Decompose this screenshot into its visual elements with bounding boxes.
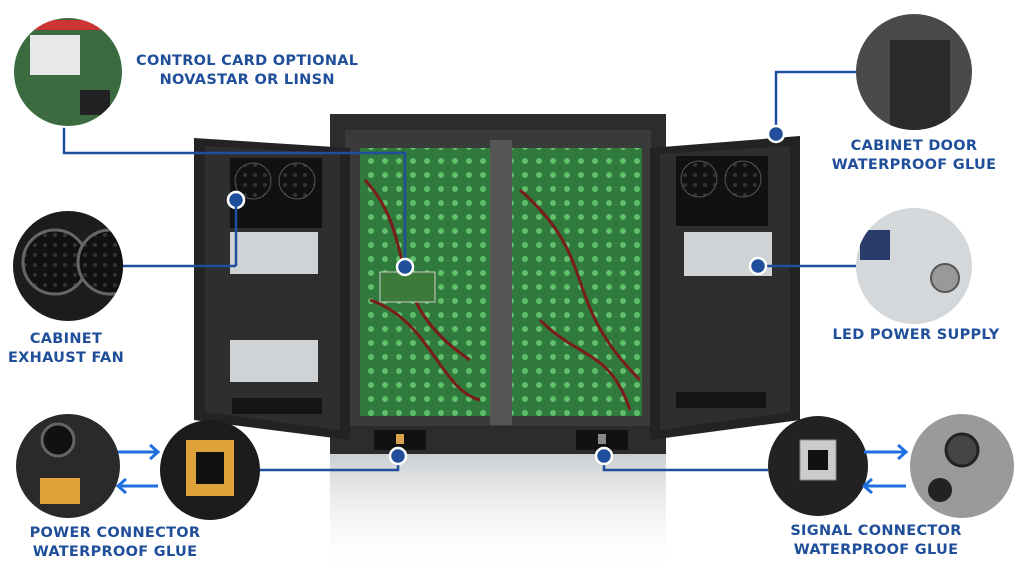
- left-door: [194, 138, 350, 440]
- label-power-connector-line1: POWER CONNECTOR: [29, 525, 201, 541]
- label-cabinet-door-line2: WATERPROOF GLUE: [831, 157, 997, 173]
- detail-circle-cabinet-door: [856, 14, 972, 130]
- arrow-left-icon: [115, 477, 906, 495]
- detail-circle-control-card: [12, 16, 124, 128]
- label-exhaust-fan-line1: CABINET: [29, 331, 103, 347]
- detail-circle-signal-connector-left: [768, 416, 868, 516]
- floor-reflection: [330, 450, 666, 573]
- label-power-supply: LED POWER SUPPLY: [818, 326, 1014, 345]
- label-exhaust-fan-line2: EXHAUST FAN: [7, 350, 125, 366]
- detail-circle-power-supply: [856, 208, 972, 324]
- label-control-card-line1: CONTROL CARD OPTIONAL: [136, 53, 359, 69]
- detail-circle-power-connector-right: [160, 420, 260, 520]
- leader-lines: [62, 70, 856, 472]
- arrow-right-icon: [118, 443, 909, 461]
- label-signal-connector: SIGNAL CONNECTOR WATERPROOF GLUE: [776, 522, 976, 560]
- detail-circle-signal-connector-right: [910, 414, 1014, 518]
- label-exhaust-fan: CABINET EXHAUST FAN: [6, 330, 126, 368]
- detail-circle-exhaust-fan: [13, 211, 123, 321]
- label-power-supply-line1: LED POWER SUPPLY: [832, 327, 1000, 343]
- label-control-card: CONTROL CARD OPTIONAL NOVASTAR OR LINSN: [136, 52, 358, 90]
- label-power-connector-line2: WATERPROOF GLUE: [32, 544, 198, 560]
- label-power-connector: POWER CONNECTOR WATERPROOF GLUE: [10, 524, 220, 562]
- label-signal-connector-line1: SIGNAL CONNECTOR: [790, 523, 962, 539]
- right-door: [650, 136, 800, 440]
- label-control-card-line2: NOVASTAR OR LINSN: [159, 72, 335, 88]
- cabinet-body: [330, 114, 666, 454]
- detail-circle-power-connector-left: [16, 414, 120, 518]
- label-signal-connector-line2: WATERPROOF GLUE: [793, 542, 959, 558]
- label-cabinet-door-line1: CABINET DOOR: [850, 138, 978, 154]
- label-cabinet-door: CABINET DOOR WATERPROOF GLUE: [824, 137, 1004, 175]
